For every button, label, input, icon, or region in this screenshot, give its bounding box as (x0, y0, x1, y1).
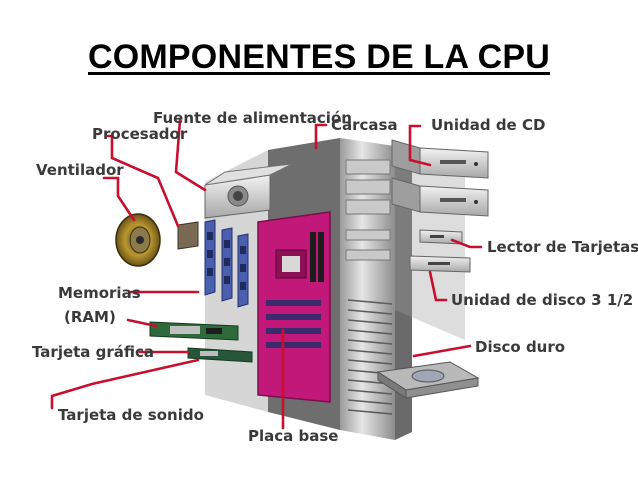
drive-bays (345, 159, 391, 261)
page-title: COMPONENTES DE LA CPU (88, 38, 550, 76)
leader-unidad-cd (408, 124, 432, 167)
hard-disk (376, 361, 480, 399)
cd-drive-1 (391, 139, 489, 179)
label-unidad-disco: Unidad de disco 3 1/2 (451, 291, 633, 309)
label-disco-duro: Disco duro (475, 338, 565, 356)
leader-unidad-disco (428, 270, 448, 302)
label-procesador: Procesador (92, 125, 188, 143)
leader-procesador (106, 134, 180, 228)
label-fuente: Fuente de alimentación (153, 109, 352, 127)
motherboard (257, 211, 331, 403)
label-lector: Lector de Tarjetas (487, 238, 638, 256)
label-placa-base: Placa base (248, 427, 338, 445)
memory-modules (204, 219, 249, 308)
power-supply (204, 163, 293, 219)
floppy-drive (409, 255, 471, 273)
leader-tarjeta-sonido (50, 358, 200, 410)
cd-drive-2 (391, 177, 489, 217)
cpu-fan (115, 213, 161, 267)
label-memorias: Memorias (58, 284, 141, 302)
label-carcasa: Carcasa (331, 116, 398, 134)
leader-ventilador (102, 176, 136, 222)
leader-lector (450, 238, 483, 249)
label-unidad-cd: Unidad de CD (431, 116, 545, 134)
leader-tarjeta-grafica (126, 318, 158, 328)
label-ram: (RAM) (64, 308, 116, 326)
graphics-card (149, 321, 239, 341)
label-ventilador: Ventilador (36, 161, 124, 179)
label-tarjeta-sonido: Tarjeta de sonido (58, 406, 204, 424)
leader-disco-duro (412, 344, 472, 358)
processor-chip (177, 221, 199, 250)
leader-lines (50, 118, 483, 430)
label-tarjeta-grafica: Tarjeta gráfica (32, 343, 154, 361)
leader-carcasa (314, 123, 328, 150)
sound-card (187, 347, 253, 363)
leader-fuente (174, 118, 207, 192)
